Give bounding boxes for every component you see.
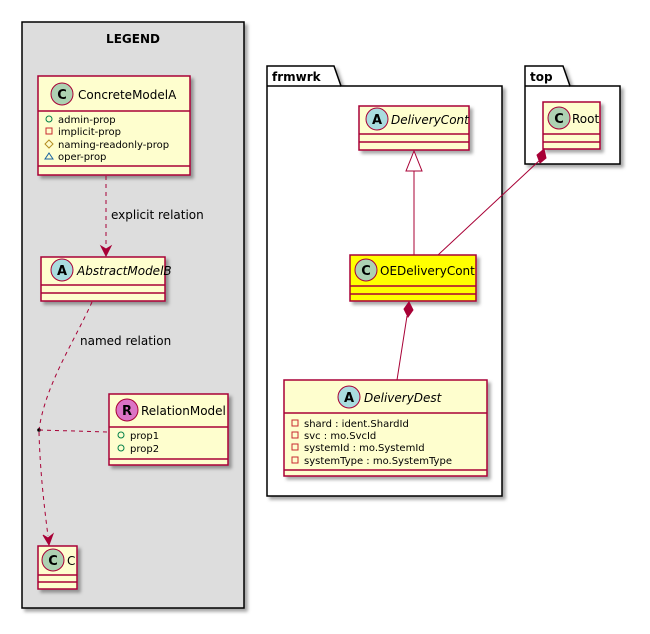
class-name: Root xyxy=(572,112,599,126)
edge-root-composition xyxy=(437,148,547,256)
public-visibility-icon xyxy=(45,115,53,123)
stereotype-a-letter: A xyxy=(372,113,382,128)
class-delivery-dest[interactable]: A DeliveryDest shard : ident.ShardId svc… xyxy=(283,379,488,477)
class-relation-model[interactable]: R RelationModel prop1 prop2 xyxy=(108,393,229,466)
stereotype-r-letter: R xyxy=(122,404,132,419)
stereotype-c-letter: C xyxy=(554,112,564,127)
private-visibility-icon xyxy=(291,419,299,427)
attr-system-id: systemId : mo.SystemId xyxy=(304,443,425,454)
stereotype-c-letter: C xyxy=(48,554,58,569)
attr-shard: shard : ident.ShardId xyxy=(304,419,409,430)
stereotype-a-letter: A xyxy=(344,391,354,406)
prop-2: prop2 xyxy=(130,444,159,455)
class-c-icon xyxy=(547,106,571,130)
class-name: C xyxy=(67,554,75,568)
class-abstract-model-b[interactable]: A AbstractModelB xyxy=(40,256,172,302)
class-name: ConcreteModelA xyxy=(78,88,177,102)
attr-svc: svc : mo.SvcId xyxy=(304,431,376,442)
explicit-relation-label: explicit relation xyxy=(111,208,204,222)
package-name: frmwrk xyxy=(272,70,322,84)
package-name: top xyxy=(530,70,553,84)
abstract-a-icon xyxy=(337,385,361,409)
class-c-icon xyxy=(354,258,378,282)
private-visibility-icon xyxy=(291,456,299,464)
prop-1: prop1 xyxy=(130,431,159,442)
class-c-icon xyxy=(50,82,74,106)
prop-oper: oper-prop xyxy=(58,152,106,163)
protected-visibility-icon xyxy=(44,139,54,149)
stereotype-c-letter: C xyxy=(57,88,67,103)
prop-naming-readonly: naming-readonly-prop xyxy=(58,140,169,151)
class-name: OEDeliveryCont xyxy=(380,264,475,278)
class-c[interactable]: C C xyxy=(37,545,78,590)
composition-diamond-icon xyxy=(403,301,414,318)
attr-system-type: systemType : mo.SystemType xyxy=(304,456,452,467)
composition-diamond-icon xyxy=(536,148,547,164)
stereotype-a-letter: A xyxy=(57,264,67,279)
class-concrete-model-a[interactable]: C ConcreteModelA admin-prop implicit-pro… xyxy=(37,75,191,176)
named-relation-label: named relation xyxy=(80,334,171,348)
public-visibility-icon xyxy=(117,444,125,452)
abstract-a-icon xyxy=(50,258,74,282)
class-name: RelationModel xyxy=(141,404,226,418)
class-oe-delivery-cont[interactable]: C OEDeliveryCont xyxy=(349,254,477,302)
public-visibility-icon xyxy=(117,431,125,439)
class-c-icon xyxy=(41,548,65,572)
relation-r-icon xyxy=(115,398,139,422)
stereotype-c-letter: C xyxy=(361,264,371,279)
abstract-a-icon xyxy=(365,107,389,131)
edge-dest-composition xyxy=(396,301,414,381)
private-visibility-icon xyxy=(45,127,53,135)
class-name: DeliveryCont xyxy=(391,113,470,127)
package-visibility-icon xyxy=(44,152,54,160)
class-root[interactable]: C Root xyxy=(542,101,601,150)
class-name: DeliveryDest xyxy=(364,391,443,405)
class-delivery-cont[interactable]: A DeliveryCont xyxy=(358,105,470,151)
edge-explicit-relation: explicit relation xyxy=(99,176,204,258)
edge-named-relation: named relation xyxy=(37,301,171,547)
private-visibility-icon xyxy=(291,431,299,439)
prop-implicit: implicit-prop xyxy=(58,127,121,138)
class-name: AbstractModelB xyxy=(76,264,172,278)
edge-generalization xyxy=(405,149,423,255)
prop-admin: admin-prop xyxy=(58,115,116,126)
legend-title: LEGEND xyxy=(106,32,160,46)
private-visibility-icon xyxy=(291,443,299,451)
